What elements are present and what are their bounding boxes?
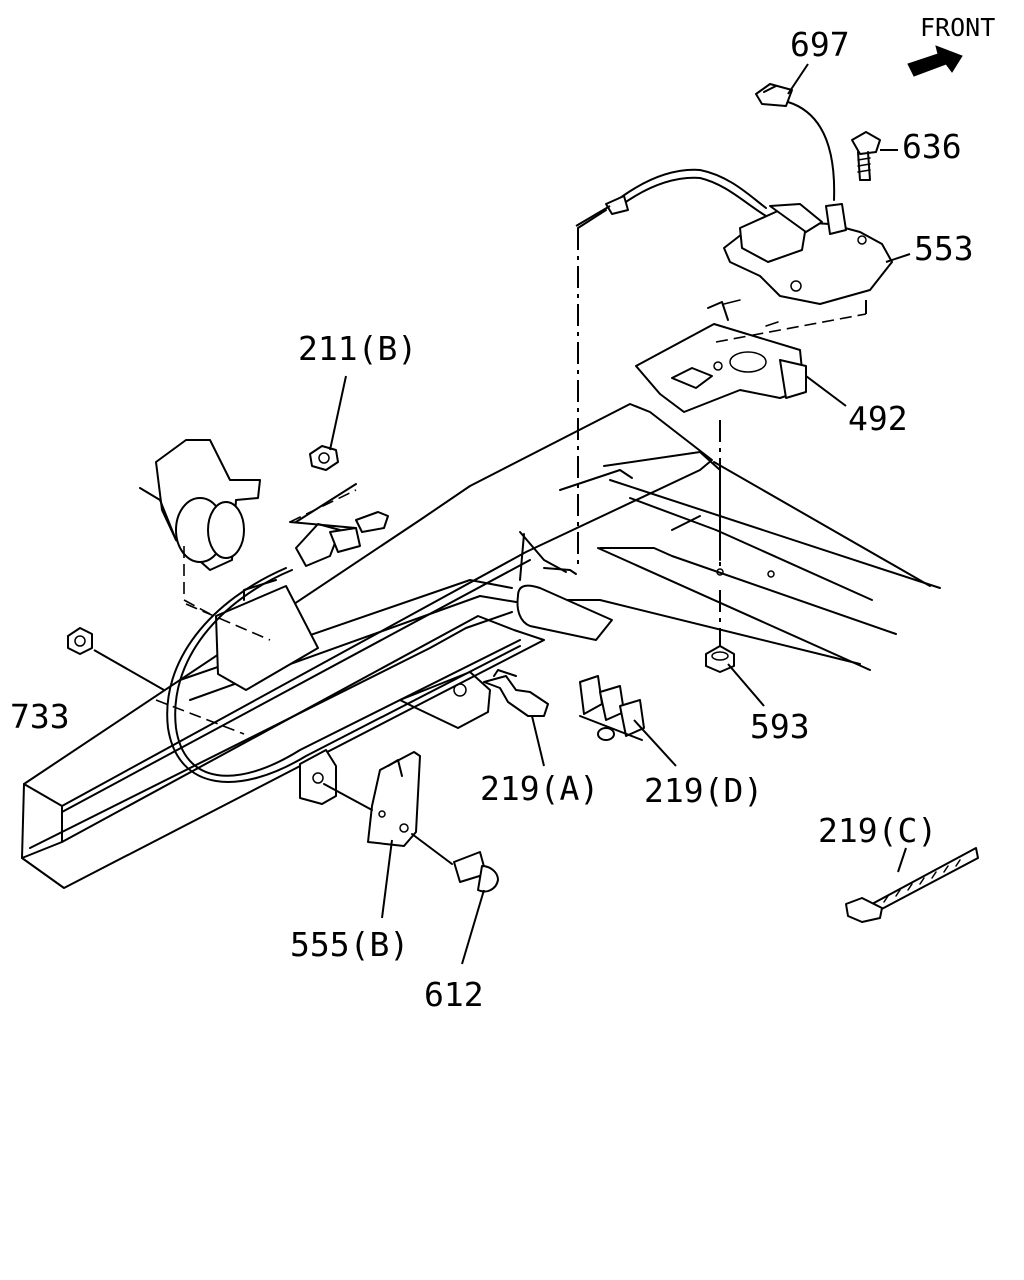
nut-733 xyxy=(67,627,93,655)
callout-733: 733 xyxy=(10,697,70,736)
bracket-492 xyxy=(635,299,867,413)
upper-cable xyxy=(577,168,767,568)
front-indicator: FRONT xyxy=(907,13,995,77)
mount-bracket xyxy=(139,439,319,691)
bracket-555b xyxy=(299,749,421,847)
callout-593: 593 xyxy=(750,707,810,746)
callout-612: 612 xyxy=(424,975,484,1014)
clip-219a xyxy=(483,669,549,717)
callouts: 697 636 553 211(B) 492 733 593 219(A) 21… xyxy=(10,25,974,1014)
control-unit-553 xyxy=(723,203,893,305)
callout-553: 553 xyxy=(914,229,974,268)
callout-219d: 219(D) xyxy=(644,771,763,810)
nut-593 xyxy=(705,645,735,673)
callout-636: 636 xyxy=(902,127,962,166)
callout-555b: 555(B) xyxy=(290,925,409,964)
callout-219c: 219(C) xyxy=(818,811,937,850)
harness-697 xyxy=(755,83,836,201)
assembly-lines xyxy=(155,420,721,735)
front-arrow-icon xyxy=(907,45,963,77)
leader-lines xyxy=(93,63,911,965)
tie-219c xyxy=(845,847,979,923)
front-label: FRONT xyxy=(920,13,995,42)
callout-211b: 211(B) xyxy=(298,329,417,368)
nut-211b xyxy=(289,445,357,529)
callout-697: 697 xyxy=(790,25,850,64)
clip-219d xyxy=(579,675,645,741)
bolt-612 xyxy=(411,833,499,893)
callout-492: 492 xyxy=(848,399,908,438)
callout-219a: 219(A) xyxy=(480,769,599,808)
bolt-636 xyxy=(851,131,881,181)
